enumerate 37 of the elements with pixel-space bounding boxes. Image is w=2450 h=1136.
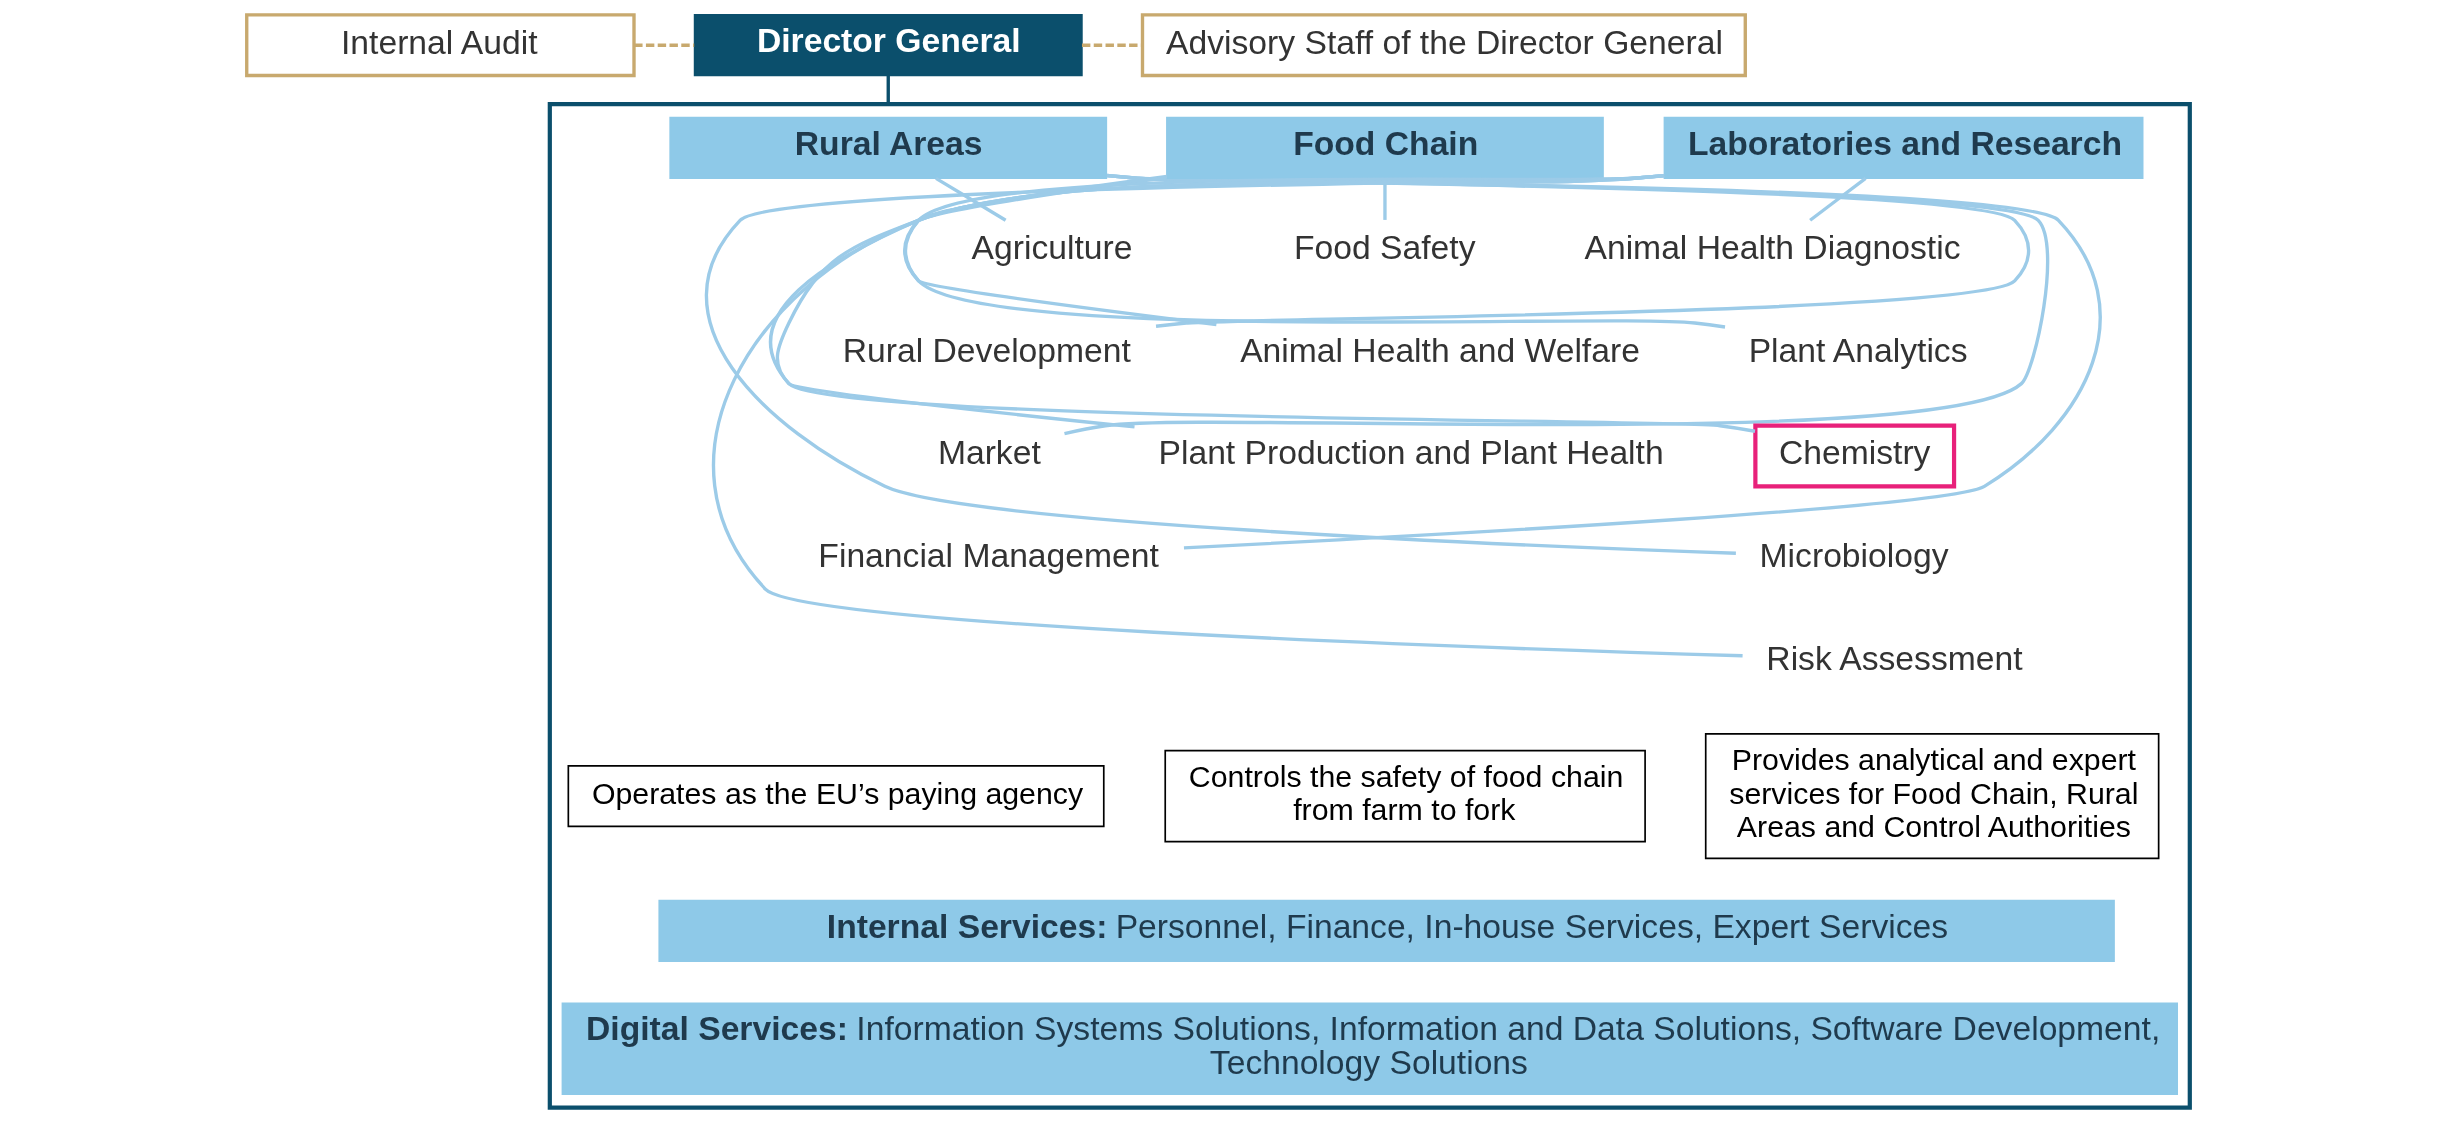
node-box: Digital Services: Information Systems Solutions, Information and Data Solutions, Software Development, Technology Solutions: [561, 1002, 2178, 1095]
node-box: Rural Areas: [669, 116, 1108, 180]
node-text: Risk Assessment: [1766, 639, 2023, 677]
connector: [1809, 177, 1867, 222]
node-text: Rural Development: [842, 331, 1131, 369]
node-box: Food Chain: [1166, 116, 1604, 180]
connector: [1064, 173, 2050, 436]
connector: [705, 174, 1736, 555]
connector: [769, 175, 1167, 429]
node-text: Plant Production and Plant Health: [1158, 434, 1664, 472]
connector: [935, 176, 1007, 222]
node-text: Animal Health Diagnostic: [1584, 229, 1961, 267]
node-box: Chemistry: [1753, 423, 1957, 489]
node-text: Animal Health and Welfare: [1240, 331, 1640, 369]
connector: [1106, 173, 2101, 550]
node-box: Advisory Staff of the Director General: [1140, 13, 1747, 78]
node-box: Internal Audit: [245, 13, 636, 78]
connector: [712, 173, 1743, 658]
node-text: Market: [937, 434, 1041, 472]
node-text: Food Safety: [1294, 229, 1476, 267]
connector: [903, 174, 1217, 327]
connector: [634, 43, 695, 47]
node-text: Agriculture: [971, 229, 1133, 267]
node-box: Laboratories and Research: [1663, 116, 2144, 180]
cluster: [547, 102, 2192, 1110]
connector: [777, 173, 1756, 433]
node-text: Plant Analytics: [1748, 331, 1968, 369]
node-box: Internal Services: Personnel, Finance, In-house Services, Expert Services: [658, 899, 2115, 962]
connector: [1081, 43, 1143, 47]
node-box: Operates as the EU’s paying agency: [567, 765, 1105, 828]
node-box: Controls the safety of food chain from farm to fork: [1164, 749, 1646, 843]
connector: [886, 75, 890, 105]
connector: [903, 173, 1726, 329]
node-text: Microbiology: [1759, 537, 1949, 575]
node-text: Financial Management: [818, 537, 1159, 575]
node-box: Provides analytical and expert services for Food Chain, Rural Areas and Control Authorities: [1704, 733, 2160, 860]
node-box: Director General: [693, 14, 1083, 77]
